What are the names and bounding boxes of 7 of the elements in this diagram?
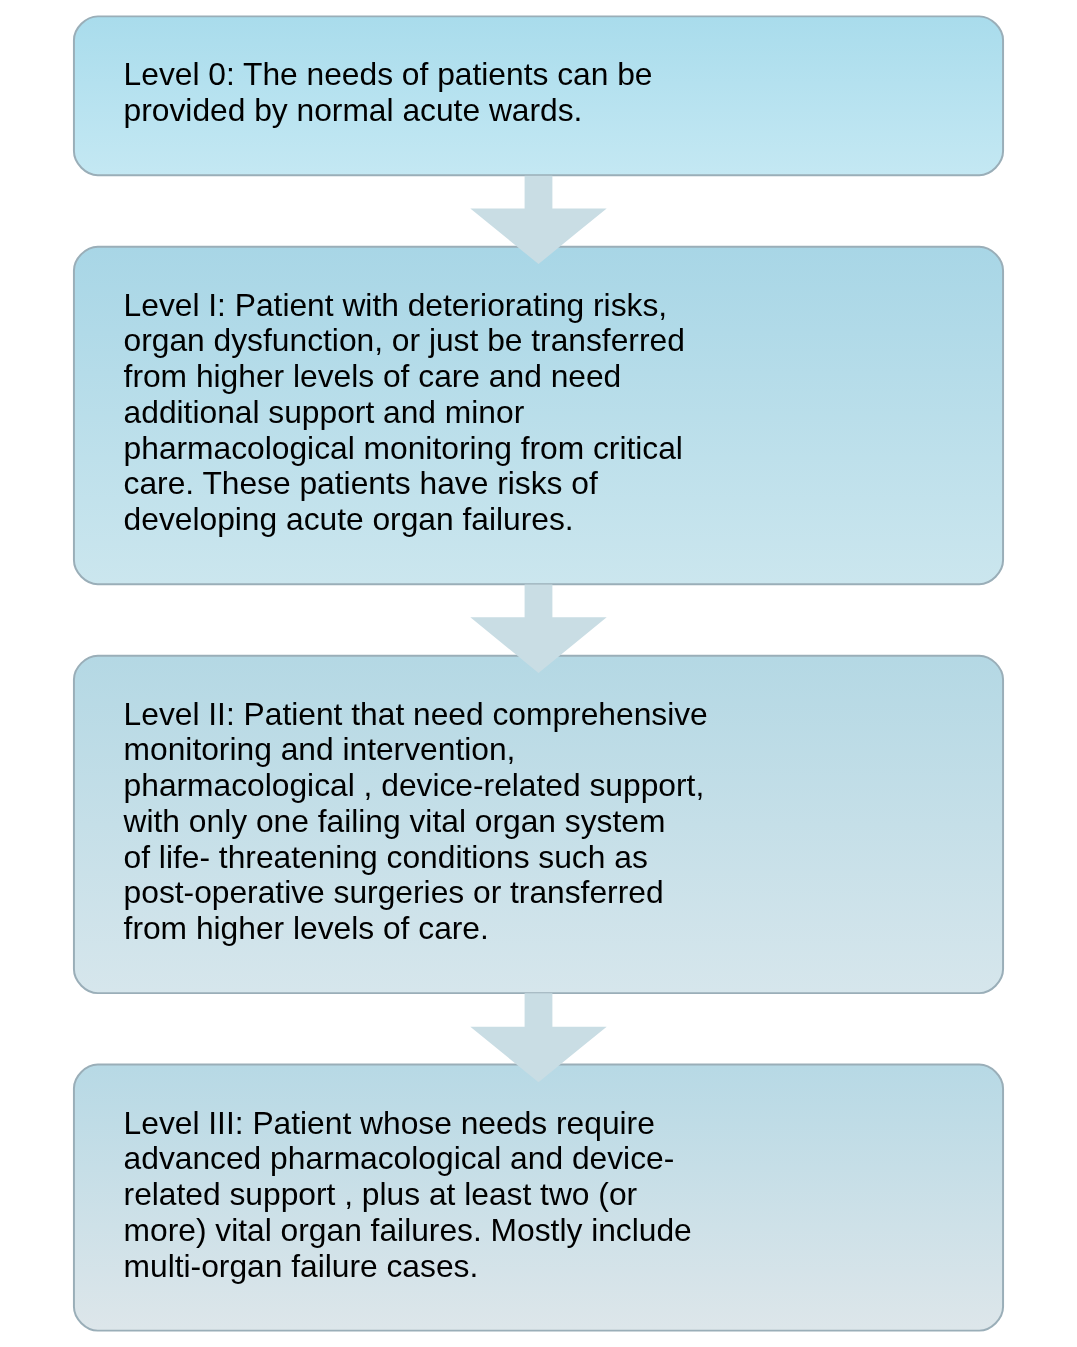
node-box: Level III: Patient whose needs require advanced pharmacological and device-related support , plus at least two (or more) vital organ failures. Mostly include multi-organ failure cases. [72,1063,1005,1332]
node-box: Level I: Patient with deteriorating risks, organ dysfunction, or just be transferred from higher levels of care and need additional support and minor pharmacological monitoring from critical care. These patients have risks of developing acute organ failures. [72,245,1005,586]
arrow [470,584,607,673]
node-box: Level 0: The needs of patients can be provided by normal acute wards. [72,15,1005,177]
arrow [470,993,607,1083]
arrow [470,175,607,265]
node-box: Level II: Patient that need comprehensive monitoring and intervention, pharmacological , device-related support, with only one failing vital organ system of life- threatening conditions such as post-operative surgeries or transferred from higher levels of care. [72,654,1005,995]
